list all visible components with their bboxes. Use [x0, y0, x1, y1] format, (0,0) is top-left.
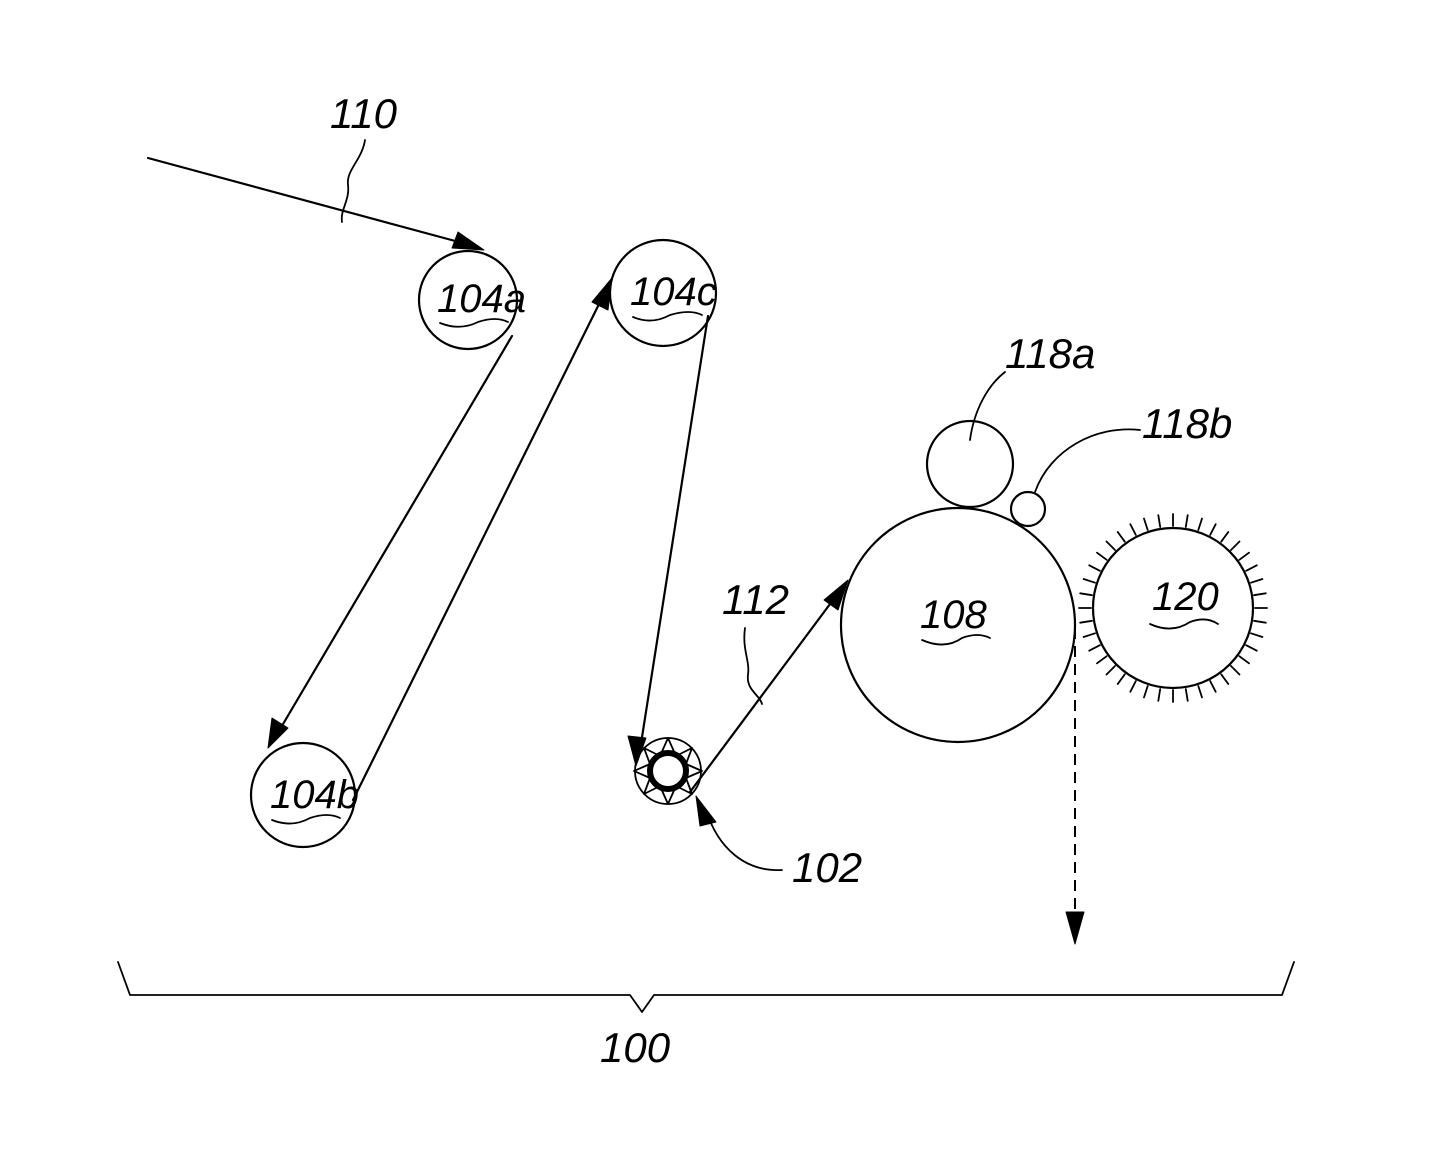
bristle	[1084, 633, 1095, 637]
bristle	[1107, 542, 1116, 551]
bristle	[1231, 542, 1240, 551]
bristle	[1089, 645, 1100, 651]
label-102: 102	[792, 844, 862, 891]
bristle	[1158, 689, 1160, 701]
output-path	[1066, 628, 1084, 944]
bristle	[1089, 565, 1100, 571]
label-104a: 104a	[437, 277, 526, 321]
leader-110	[342, 140, 365, 222]
bristle	[1254, 593, 1266, 595]
bristle	[1158, 515, 1160, 527]
bristle	[1118, 674, 1125, 684]
label-118b: 118b	[1142, 400, 1232, 447]
bristle	[1084, 579, 1095, 583]
bristle	[1186, 515, 1188, 527]
bristle	[1231, 666, 1240, 675]
bristle	[1107, 666, 1116, 675]
incoming-web-line	[148, 158, 484, 250]
leader-102	[706, 810, 782, 870]
underline-120	[1150, 619, 1218, 628]
arrowhead-102	[696, 796, 716, 826]
leader-118a	[970, 372, 1005, 440]
bristle	[1210, 524, 1216, 535]
bristle	[1130, 681, 1136, 692]
bristle	[1144, 519, 1148, 530]
bristle	[1118, 532, 1125, 542]
web-104c-to-102	[628, 316, 708, 766]
bristle	[1251, 579, 1262, 583]
bristle	[1080, 621, 1092, 623]
bristle	[1254, 621, 1266, 623]
label-112: 112	[722, 576, 789, 623]
label-108: 108	[920, 593, 987, 637]
label-110: 110	[330, 90, 398, 137]
label-104b: 104b	[270, 773, 359, 817]
bristle	[1130, 524, 1136, 535]
label-120: 120	[1152, 575, 1219, 619]
label-104c: 104c	[630, 270, 717, 314]
bristle	[1210, 681, 1216, 692]
bristle	[1246, 565, 1257, 571]
bristle	[1251, 633, 1262, 637]
bristle	[1186, 689, 1188, 701]
bristle	[1246, 645, 1257, 651]
bristle	[1144, 686, 1148, 697]
bristle	[1198, 686, 1202, 697]
web-104a-to-104b	[268, 336, 512, 748]
bristle	[1221, 532, 1228, 542]
bristle	[1097, 553, 1107, 560]
leader-118b	[1035, 429, 1140, 492]
bristle	[1221, 674, 1228, 684]
roll-118b	[1011, 492, 1045, 526]
bristle	[1239, 553, 1249, 560]
label-118a: 118a	[1005, 330, 1095, 377]
bristle	[1198, 519, 1202, 530]
brace-100	[118, 962, 1294, 1012]
roll-118a	[927, 421, 1013, 507]
bristle	[1239, 656, 1249, 663]
bristle	[1097, 656, 1107, 663]
label-100: 100	[600, 1024, 671, 1071]
leader-112	[744, 628, 762, 704]
bristle	[1080, 593, 1092, 595]
device-102	[634, 738, 702, 804]
